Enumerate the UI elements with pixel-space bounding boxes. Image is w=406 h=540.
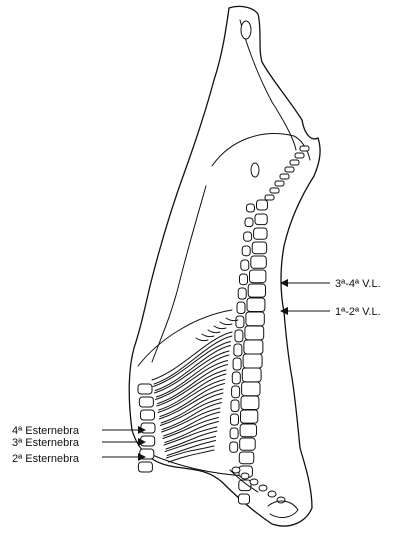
rib [166,431,217,449]
vertebra [250,270,266,283]
cervical-process [295,153,304,158]
vertebral-process [231,414,239,425]
vertebral-process [231,400,239,412]
cervical-process [285,167,294,172]
neck-foramen [241,21,251,39]
rib [154,336,232,384]
vertebra [254,228,267,239]
vertebral-process [235,330,243,342]
rib [160,399,221,426]
sternebra [138,462,152,472]
vertebra [251,256,266,268]
sternebra [138,384,152,394]
cervical-process [300,146,309,151]
sternebra [139,397,153,407]
vertebral-process [236,316,244,328]
cervical-process [270,188,279,193]
pelvis-detail [268,501,298,517]
rib-fragment [196,338,208,341]
vertebral-column [230,146,309,504]
vertebral-process [242,246,250,256]
sternebra [141,423,155,433]
vertebral-process [230,428,238,439]
rib [158,365,228,404]
bone-fragment [268,491,276,497]
vertebra [246,312,264,326]
vertebra [247,298,265,312]
rib [165,437,215,452]
rib-fragment [214,326,226,329]
label-sternebra-3: 3ª Esternebra [12,437,80,449]
foramen [251,163,259,177]
vertebra [242,382,260,396]
vertebra [239,480,251,491]
vertebra [255,214,267,225]
rib [168,450,214,462]
carcass-outline [129,6,320,526]
sternebra-annotation-3: 3ª Esternebra [12,437,146,449]
vertebra [240,424,256,437]
vertebra [240,438,256,450]
bone-fragment [250,479,258,485]
bone-fragment [259,485,267,491]
label-sternebra-2: 2ª Esternebra [12,453,80,465]
bone-fragment [232,467,240,473]
vertebra [241,410,258,423]
vertebral-process [247,204,255,212]
flank-line [152,186,206,362]
vertebral-process [237,302,245,314]
label-sternebra-4: 4ª Esternebra [12,425,80,437]
vertebral-process [241,260,249,270]
vertebral-process [245,218,253,227]
sternebra [141,410,155,420]
vertebral-process [238,288,246,299]
dorsal-contour [240,20,296,150]
label-vl-34: 3ª-4ª V.L. [335,278,381,290]
vertebra [241,396,259,410]
vertebra [248,284,265,297]
cervical-process [290,160,299,165]
sternebra-annotation-4: 4ª Esternebra [12,425,146,437]
vertebra [239,452,254,464]
vertebra [245,326,264,340]
vertebral-process [244,232,252,241]
rib [156,361,228,400]
rib-fragment [208,330,220,333]
bone-fragment [277,497,285,503]
vertebra-annotation-12: 1ª-2ª V.L. [280,306,381,318]
cervical-process [280,174,289,179]
vertebral-process [232,386,240,398]
sternebra-annotation-2: 2ª Esternebra [12,453,146,465]
vertebra-annotation-34: 3ª-4ª V.L. [280,278,381,290]
vertebral-process [233,358,241,370]
rib-fragment [202,334,214,337]
cervical-process [275,181,284,186]
rib-fragment [220,322,232,325]
vertebral-process [232,372,240,384]
vertebral-process [240,274,248,285]
vertebra [239,494,250,504]
cervical-process [265,195,274,200]
vertebra [242,368,261,382]
vertebra [244,340,263,354]
bone-fragment [241,473,249,479]
label-vl-12: 1ª-2ª V.L. [335,306,381,318]
vertebral-process [234,344,242,356]
vertebra [243,354,262,368]
rib [152,332,232,380]
vertebra [257,200,268,210]
vertebra [252,242,267,254]
vertebral-process [230,442,238,452]
